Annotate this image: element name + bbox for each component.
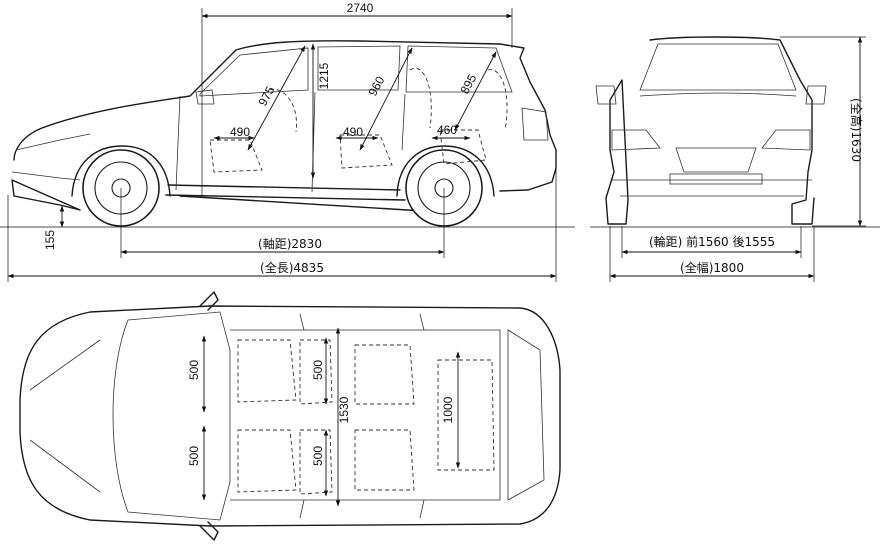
track-label: (輪距) 前1560 後1555 [649,234,775,249]
height-label: (全高)1630 [849,98,864,162]
dim-490-mid: 490 [343,125,363,139]
dim-490-front: 490 [230,125,250,139]
front-view-dimensions: (全高)1630 (輪距) 前1560 後1555 (全幅)1800 [590,36,880,282]
front-view-car [595,36,827,225]
width-label: (全幅)1800 [680,260,744,275]
top-view-dimensions: 500 500 500 500 1530 1000 [187,327,461,507]
dim-975: 975 [256,84,278,109]
side-view-dimensions: 2740 975 1215 960 895 490 490 460 155 (軸… [0,1,575,282]
dim-1000: 1000 [441,396,455,423]
dim-1215: 1215 [317,62,331,89]
side-view-car [11,40,557,227]
dim-2740: 2740 [347,1,374,15]
dim-155: 155 [43,230,57,250]
dim-1530: 1530 [337,396,351,423]
dim-500-front-a: 500 [187,360,201,380]
dim-500-mid-a: 500 [311,360,325,380]
length-label: (全長)4835 [260,260,324,275]
dim-960: 960 [366,74,388,99]
dim-500-front-b: 500 [187,446,201,466]
top-view-car [19,291,561,541]
dim-895: 895 [458,72,480,97]
dim-500-mid-b: 500 [311,446,325,466]
wheelbase-label: (軸距)2830 [258,237,322,251]
dim-460: 460 [437,123,457,137]
